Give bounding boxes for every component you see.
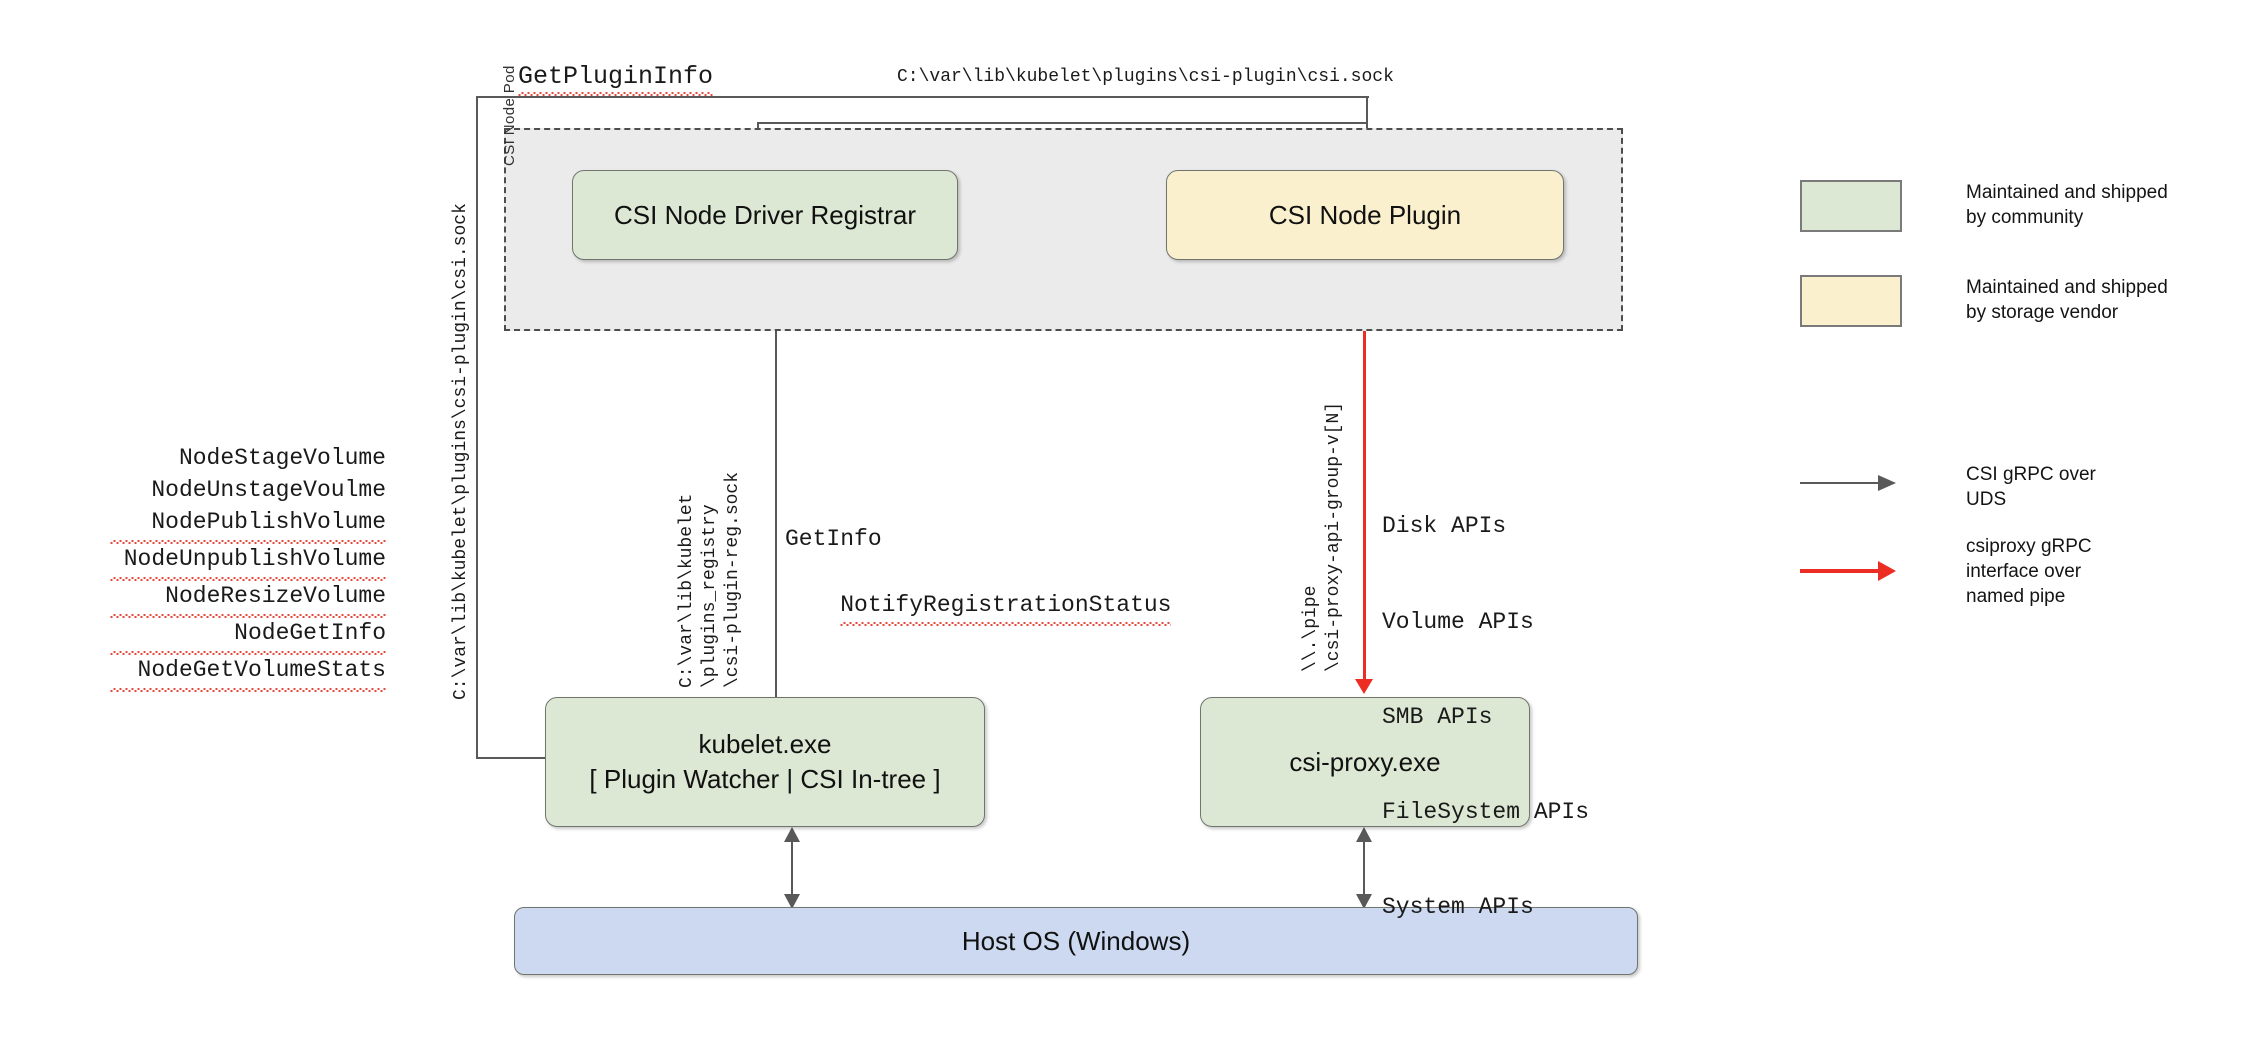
box-host-os-label: Host OS (Windows) xyxy=(961,925,1191,956)
csi-node-api-list: NodeStageVolume NodeUnstageVoulme NodePu… xyxy=(110,443,386,692)
legend-item-csiproxy-named-pipe: csiproxy gRPC interface over named pipe xyxy=(1800,536,2092,609)
api-list-item: NodePublishVolume xyxy=(110,506,386,544)
arrowhead-csiproxy-hostos-down xyxy=(1356,894,1372,909)
box-csi-proxy-exe[interactable]: csi-proxy.exe xyxy=(1200,697,1530,827)
legend-label-storage-vendor: Maintained and shipped by storage vendor xyxy=(1966,277,2168,324)
label-plugins-registry-sock-vertical: C:\var\lib\kubelet \plugins_registry \cs… xyxy=(677,471,744,688)
legend-label-community: Maintained and shipped by community xyxy=(1966,182,2168,229)
arrowhead-kubelet-hostos-down xyxy=(784,894,800,909)
connector-csiproxy-hostos xyxy=(1363,829,1365,907)
box-csi-node-driver-registrar[interactable]: CSI Node Driver Registrar xyxy=(572,170,958,260)
csi-proxy-api-list: Disk APIs Volume APIs SMB APIs FileSyste… xyxy=(1382,448,1589,987)
legend-swatch-storage-vendor xyxy=(1800,275,1902,327)
csi-proxy-api-item: Disk APIs xyxy=(1382,513,1507,540)
box-kubelet-exe[interactable]: kubelet.exe [ Plugin Watcher | CSI In-tr… xyxy=(545,697,985,827)
legend-swatch-community xyxy=(1800,180,1902,232)
label-get-plugin-info: GetPluginInfo xyxy=(518,62,714,96)
label-csi-sock-path: C:\var\lib\kubelet\plugins\csi-plugin\cs… xyxy=(897,67,1394,87)
box-csi-proxy-exe-label: csi-proxy.exe xyxy=(1289,746,1441,777)
box-kubelet-exe-label: kubelet.exe xyxy=(698,729,832,760)
csi-proxy-api-item: FileSystem APIs xyxy=(1382,799,1590,826)
api-list-item: NodeUnstageVoulme xyxy=(151,476,386,503)
box-csi-node-plugin[interactable]: CSI Node Plugin xyxy=(1166,170,1564,260)
csi-proxy-api-item: SMB APIs xyxy=(1382,703,1493,730)
legend-item-community: Maintained and shipped by community xyxy=(1800,180,2168,232)
label-notify-registration-status: NotifyRegistrationStatus xyxy=(840,588,1172,627)
api-list-item: NodeResizeVolume xyxy=(110,580,386,618)
connector-nodeplugin-to-csiproxy xyxy=(1363,258,1366,683)
connector-kubelet-to-registrar xyxy=(775,290,777,700)
legend-item-csi-grpc-uds: CSI gRPC over UDS xyxy=(1800,464,2096,512)
connector-getplugininfo-left xyxy=(476,96,478,759)
box-csi-node-driver-registrar-label: CSI Node Driver Registrar xyxy=(614,199,916,230)
api-list-item: NodeGetInfo xyxy=(110,617,386,655)
legend-label-csiproxy-named-pipe: csiproxy gRPC interface over named pipe xyxy=(1966,536,2092,608)
arrowhead-csiproxy-hostos-up xyxy=(1356,827,1372,842)
api-list-item: NodeStageVolume xyxy=(178,445,386,471)
label-named-pipe-vertical: \\.\pipe \csi-proxy-api-group-v[N] xyxy=(1301,401,1345,672)
legend-item-storage-vendor: Maintained and shipped by storage vendor xyxy=(1800,275,2168,327)
legend-arrow-red-icon xyxy=(1800,560,1902,582)
registration-call-labels: GetInfo NotifyRegistrationStatus xyxy=(785,458,1172,659)
connector-getplugininfo-top xyxy=(476,96,1369,98)
box-kubelet-exe-sublabel: [ Plugin Watcher | CSI In-tree ] xyxy=(589,764,941,794)
arrowhead-nodeplugin-to-csiproxy xyxy=(1355,679,1373,694)
api-list-item: NodeGetVolumeStats xyxy=(110,654,386,692)
csi-proxy-api-item: Volume APIs xyxy=(1382,608,1534,635)
csi-proxy-api-item: System APIs xyxy=(1382,894,1534,921)
label-get-info: GetInfo xyxy=(785,526,882,553)
api-list-item: NodeUnpublishVolume xyxy=(110,543,386,581)
connector-csisock-down xyxy=(1366,96,1368,159)
connector-csisock-top xyxy=(757,122,1367,124)
connector-kubelet-hostos xyxy=(791,829,793,907)
arrowhead-kubelet-hostos-up xyxy=(784,827,800,842)
legend-arrow-gray-icon xyxy=(1800,472,1902,494)
box-csi-node-plugin-label: CSI Node Plugin xyxy=(1268,199,1462,230)
csi-node-pod-label: CSI Node Pod xyxy=(501,65,518,166)
legend-label-csi-grpc-uds: CSI gRPC over UDS xyxy=(1966,464,2096,511)
connector-getplugininfo-bottom xyxy=(476,757,547,759)
box-host-os[interactable]: Host OS (Windows) xyxy=(514,907,1638,975)
label-kubelet-csi-sock-vertical: C:\var\lib\kubelet\plugins\csi-plugin\cs… xyxy=(451,203,471,700)
